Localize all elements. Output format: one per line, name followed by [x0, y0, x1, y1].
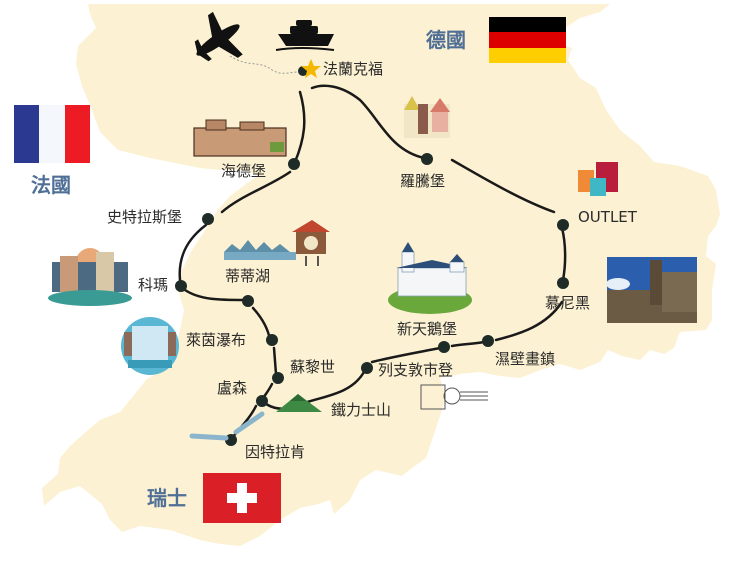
- cruise-ship-icon: [275, 20, 335, 51]
- flight-trail: [229, 55, 299, 74]
- germany-flag: [489, 17, 566, 63]
- switzerland-flag: [203, 473, 281, 523]
- country-label-germany: 德國: [426, 28, 466, 52]
- place-label-liechtenstein: 列支敦市登: [378, 361, 454, 379]
- lake-cuckoo-clock-icon: [224, 220, 330, 266]
- lakes-icon: [189, 411, 265, 441]
- place-label-titlis: 鐵力士山: [331, 401, 392, 419]
- waterfall-icon: [121, 317, 179, 375]
- place-label-titisee: 蒂蒂湖: [225, 267, 271, 285]
- place-label-frankfurt: 法蘭克福: [323, 60, 384, 78]
- place-label-neuschwanstein: 新天鵝堡: [397, 320, 458, 338]
- place-label-outlet: OUTLET: [578, 208, 637, 226]
- stop-dots: [175, 66, 569, 446]
- munich-photo: [606, 257, 697, 323]
- country-label-france: 法國: [31, 173, 71, 197]
- place-label-oberammergau: 濕壁畫鎮: [495, 350, 556, 368]
- place-label-zurich: 蘇黎世: [290, 358, 336, 376]
- place-label-interlaken: 因特拉肯: [245, 443, 306, 461]
- france-flag: [14, 105, 90, 163]
- shopping-bags-icon: [578, 162, 618, 196]
- airplane-icon: [194, 11, 243, 62]
- place-label-lucerne: 盧森: [217, 379, 248, 397]
- place-label-strasbourg: 史特拉斯堡: [107, 208, 183, 226]
- place-label-rothenburg: 羅騰堡: [400, 172, 446, 190]
- mountain-icon: [276, 394, 322, 412]
- star-icon: [301, 59, 321, 78]
- place-label-munich: 慕尼黑: [545, 294, 591, 312]
- country-label-switzerland: 瑞士: [147, 486, 187, 510]
- old-town-icon: [404, 96, 450, 138]
- place-label-heidelberg: 海德堡: [221, 162, 267, 180]
- stamp-icon: [420, 384, 488, 410]
- place-label-rhine-falls: 萊茵瀑布: [186, 331, 247, 349]
- fairytale-castle-icon: [388, 242, 472, 314]
- town-houses-icon: [48, 248, 132, 306]
- castle-icon: [193, 119, 287, 157]
- place-label-colmar: 科瑪: [138, 276, 169, 294]
